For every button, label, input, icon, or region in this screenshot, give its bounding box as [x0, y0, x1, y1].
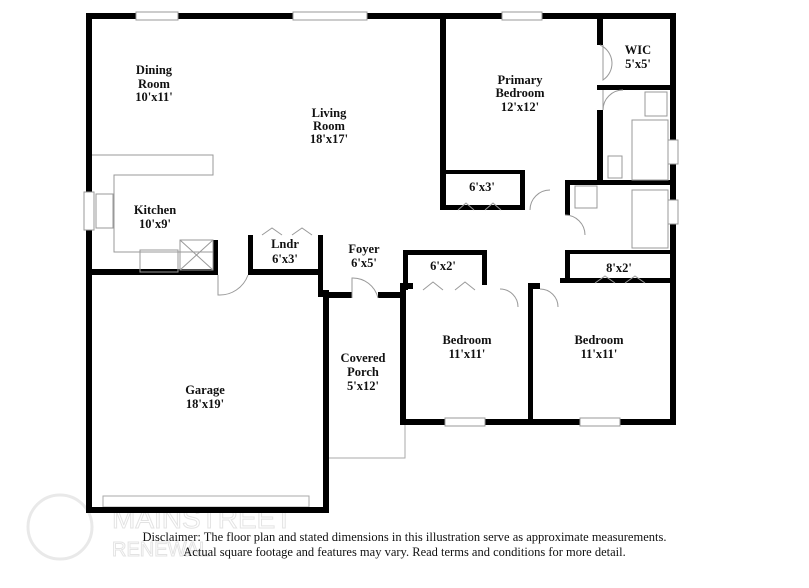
- laundry-dims: 6'x3': [272, 252, 298, 266]
- living-room-dims: 18'x17': [310, 132, 348, 146]
- garage-label: Garage: [185, 383, 225, 397]
- bedroom1-closet-dims: 6'x2': [430, 259, 456, 273]
- porch-outline: [329, 425, 406, 459]
- living-room-label: Living: [312, 106, 347, 120]
- dining-room-label: Dining: [136, 63, 173, 77]
- walls: [86, 13, 676, 513]
- primary-bedroom-label-2: Bedroom: [495, 86, 545, 100]
- wic-label: WIC: [625, 43, 651, 57]
- watermark-text-2: RENEWAL: [112, 539, 210, 561]
- kitchen-label: Kitchen: [134, 203, 176, 217]
- kitchen-dims: 10'x9': [139, 217, 171, 231]
- dining-room-label-2: Room: [138, 77, 171, 91]
- porch-dims: 5'x12': [347, 379, 379, 393]
- foyer-label: Foyer: [348, 242, 380, 256]
- bedroom1-dims: 11'x11': [449, 347, 486, 361]
- porch-label: Covered: [341, 351, 386, 365]
- laundry-label: Lndr: [271, 237, 299, 251]
- garage-dims: 18'x19': [186, 397, 224, 411]
- bedroom2-closet-dims: 8'x2': [606, 261, 632, 275]
- living-room-label-2: Room: [313, 119, 346, 133]
- disclaimer-line-2: Actual square footage and features may v…: [183, 545, 626, 559]
- wic-dims: 5'x5': [625, 57, 651, 71]
- disclaimer-line-1: Disclaimer: The floor plan and stated di…: [142, 530, 667, 544]
- windows: [83, 11, 679, 427]
- porch-label-2: Porch: [347, 365, 379, 379]
- bedroom2-dims: 11'x11': [581, 347, 618, 361]
- bedroom1-label: Bedroom: [442, 333, 492, 347]
- foyer-dims: 6'x5': [351, 256, 377, 270]
- primary-bedroom-label: Primary: [497, 73, 543, 87]
- garage-door: [102, 495, 310, 508]
- fixtures: [92, 44, 669, 308]
- primary-closet-dims: 6'x3': [469, 180, 495, 194]
- dining-room-dims: 10'x11': [135, 90, 173, 104]
- primary-bedroom-dims: 12'x12': [501, 100, 539, 114]
- bedroom2-label: Bedroom: [574, 333, 624, 347]
